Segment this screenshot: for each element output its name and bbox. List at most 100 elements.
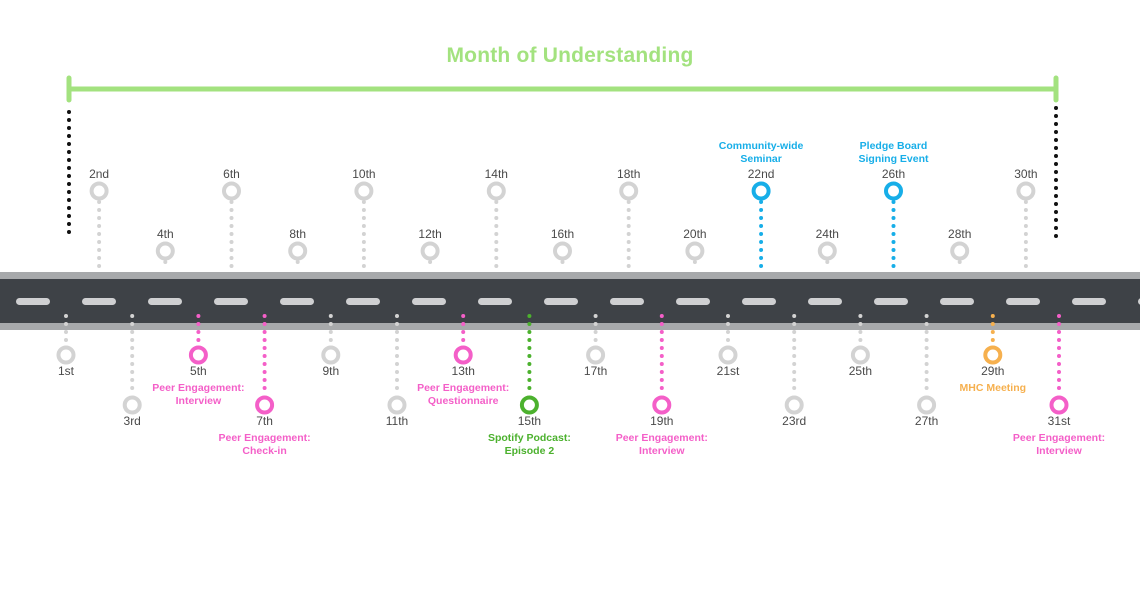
marker-pin [354,181,374,201]
day-marker-11: 11th [386,314,408,428]
day-marker-14: 14th [485,167,508,270]
road [0,272,1140,330]
lane-marking [676,298,710,305]
day-label: 26th [882,167,905,181]
lane-marking [412,298,446,305]
day-label: 29th [981,364,1004,378]
marker-pin [917,395,937,415]
day-label: 24th [816,227,839,241]
day-marker-16: 16th [551,227,574,270]
marker-pin [553,241,572,261]
day-label: 12th [418,227,441,241]
day-marker-1: 1st [56,314,76,378]
day-label: 3rd [124,414,141,428]
day-marker-10: 10th [352,167,376,270]
day-label: 15th [518,414,541,428]
day-marker-27: 27th [915,314,938,428]
marker-pin [751,181,771,201]
day-label: 21st [717,364,740,378]
marker-pin [652,395,672,415]
day-label: 22nd [748,167,775,181]
day-marker-17: 17th [584,314,607,378]
marker-pin [122,395,142,415]
lane-marking [280,298,314,305]
marker-pin [255,395,275,415]
lane-marking [610,298,644,305]
lane-marking [808,298,842,305]
day-label: 18th [617,167,640,181]
lane-marking [478,298,512,305]
marker-pin [56,345,76,365]
day-marker-3: 3rd [122,314,142,428]
marker-pin [222,181,241,201]
marker-pin [950,241,970,261]
day-label: 17th [584,364,607,378]
day-marker-23: 23rd [782,314,806,428]
marker-pin [188,345,208,365]
day-label: 9th [322,364,339,378]
event-label: Peer Engagement:Interview [616,432,708,457]
marker-pin [486,181,506,201]
day-label: 28th [948,227,971,241]
day-label: 20th [683,227,706,241]
marker-pin [718,345,738,365]
marker-pin [420,241,440,261]
day-label: 16th [551,227,574,241]
day-marker-8: 8th [288,227,308,270]
day-marker-24: 24th [816,227,839,270]
day-label: 8th [289,227,306,241]
month-bracket [66,75,1059,244]
day-marker-18: 18th [617,167,640,270]
day-label: 4th [157,227,174,241]
marker-pin [89,181,109,201]
lane-marking [940,298,974,305]
day-label: 5th [190,364,207,378]
day-label: 13th [452,364,475,378]
day-label: 11th [386,414,408,428]
lane-marking [1006,298,1040,305]
marker-pin [817,241,837,261]
marker-pin [155,241,175,261]
marker-pin [619,181,639,201]
marker-pin [586,345,606,365]
day-label: 14th [485,167,508,181]
day-marker-20: 20th [683,227,707,270]
lane-marking [16,298,50,305]
event-label: MHC Meeting [960,382,1027,394]
day-marker-9: 9th [321,314,341,378]
day-label: 2nd [89,167,109,181]
lane-marking [544,298,578,305]
lane-marking [346,298,380,305]
lane-marking [1072,298,1106,305]
lane-marking [742,298,776,305]
day-label: 23rd [782,414,806,428]
lane-marking [874,298,908,305]
day-label: 10th [352,167,375,181]
marker-pin [321,345,341,365]
marker-pin [983,345,1003,365]
day-label: 31st [1048,414,1071,428]
day-marker-21: 21st [717,314,740,378]
day-marker-6: 6th [222,167,241,270]
marker-pin [685,241,705,261]
marker-pin [519,395,539,415]
day-marker-2: 2nd [89,167,109,270]
event-label: Peer Engagement:Interview [1013,432,1105,457]
day-marker-28: 28th [948,227,971,270]
marker-pin [784,395,804,415]
day-label: 7th [256,414,273,428]
lane-marking [214,298,248,305]
day-label: 27th [915,414,938,428]
day-marker-12: 12th [418,227,442,270]
marker-pin [1016,181,1036,201]
day-label: 25th [849,364,872,378]
marker-pin [884,181,903,201]
day-label: 19th [650,414,673,428]
